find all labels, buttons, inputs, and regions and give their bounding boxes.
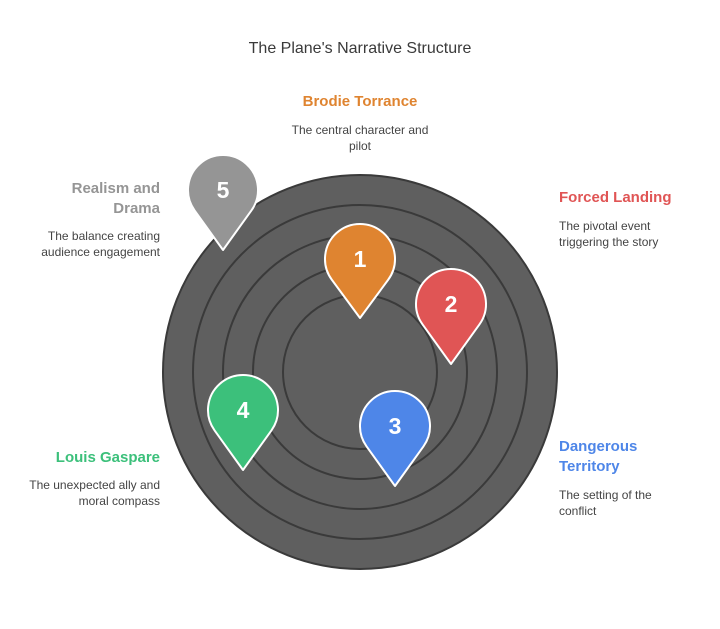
desc-dangerous-territory: The setting of the conflict [559, 488, 652, 518]
desc-forced-landing: The pivotal event triggering the story [559, 219, 659, 249]
pin-number-2: 2 [445, 291, 458, 317]
pin-shape-4 [207, 374, 279, 471]
pin-marker-2: 2 [415, 268, 487, 365]
label-brodie-torrance: Brodie Torrance [302, 93, 418, 110]
label-forced-landing: Forced Landing [559, 189, 672, 206]
ring-2 [192, 204, 528, 540]
pin-number-4: 4 [237, 397, 250, 423]
pin-marker-1: 1 [324, 223, 396, 319]
desc-brodie-torrance: The central character and pilot [291, 123, 429, 153]
desc-louis-gaspare: The unexpected ally and moral compass [29, 478, 160, 508]
label-dangerous-territory: Dangerous Territory [559, 438, 638, 475]
diagram-title: The Plane's Narrative Structure [248, 40, 472, 57]
pin-shape-1 [324, 223, 396, 319]
pin-number-1: 1 [354, 246, 367, 272]
pin-number-3: 3 [389, 413, 402, 439]
pin-shape-5 [187, 154, 259, 251]
desc-realism-and-drama: The balance creating audience engagement [41, 229, 160, 259]
pin-marker-3: 3 [359, 390, 431, 487]
label-realism-and-drama: Realism and Drama [71, 180, 160, 217]
pin-marker-5: 5 [187, 154, 259, 251]
pins: 1 2 3 4 5 [187, 154, 487, 487]
label-louis-gaspare: Louis Gaspare [55, 449, 160, 466]
pin-shape-3 [359, 390, 431, 487]
pin-shape-2 [415, 268, 487, 365]
pin-marker-4: 4 [207, 374, 279, 471]
pin-number-5: 5 [217, 177, 230, 203]
